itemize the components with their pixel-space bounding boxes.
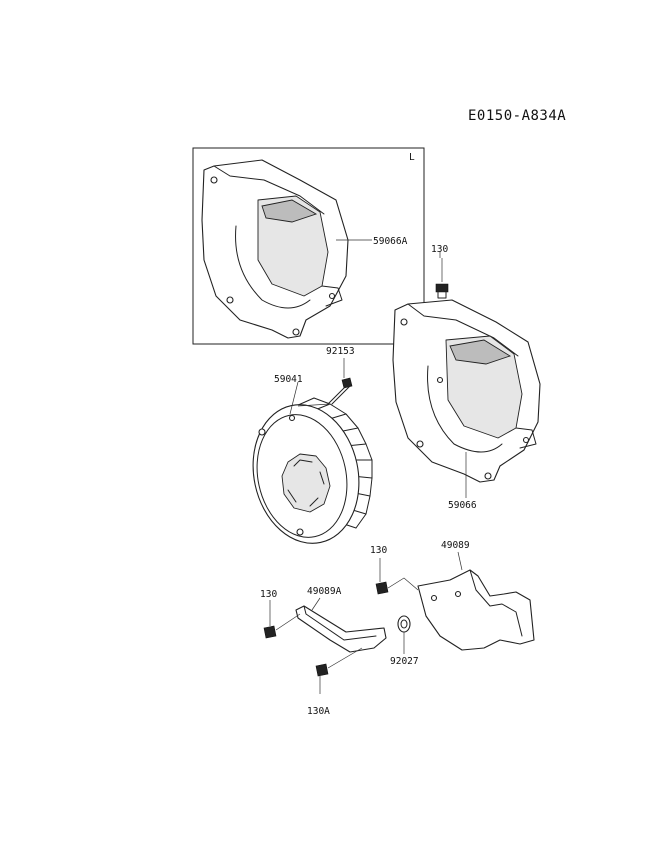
callout-130-mid: 130 bbox=[370, 545, 387, 556]
bolt-130-top bbox=[435, 258, 449, 299]
callout-59066: 59066 bbox=[448, 500, 477, 511]
diagram-code: E0150-A834A bbox=[468, 108, 567, 124]
fan-shroud bbox=[392, 299, 541, 483]
collar-92027 bbox=[397, 615, 411, 650]
guard-49089 bbox=[417, 569, 535, 651]
callout-59041: 59041 bbox=[274, 374, 303, 385]
bolt-130A bbox=[315, 647, 363, 677]
callout-49089A: 49089A bbox=[307, 586, 342, 597]
callout-92027: 92027 bbox=[390, 656, 419, 667]
callout-92153: 92153 bbox=[326, 346, 355, 357]
inset-frame: L bbox=[192, 147, 425, 345]
callout-130-left: 130 bbox=[260, 589, 277, 600]
leader-lines bbox=[269, 239, 467, 694]
inset-label: L bbox=[409, 152, 415, 163]
bolt-130-left bbox=[263, 613, 301, 639]
bolt-130-mid bbox=[375, 577, 419, 595]
bracket-49089A bbox=[295, 605, 387, 653]
flywheel-fan bbox=[252, 397, 373, 544]
fan-shroud-variant bbox=[201, 159, 349, 339]
bolt-92153 bbox=[297, 377, 353, 407]
callout-130-top: 130 bbox=[431, 244, 448, 255]
callout-59066A: 59066A bbox=[373, 236, 408, 247]
callout-130A: 130A bbox=[307, 706, 330, 717]
callout-49089: 49089 bbox=[441, 540, 470, 551]
